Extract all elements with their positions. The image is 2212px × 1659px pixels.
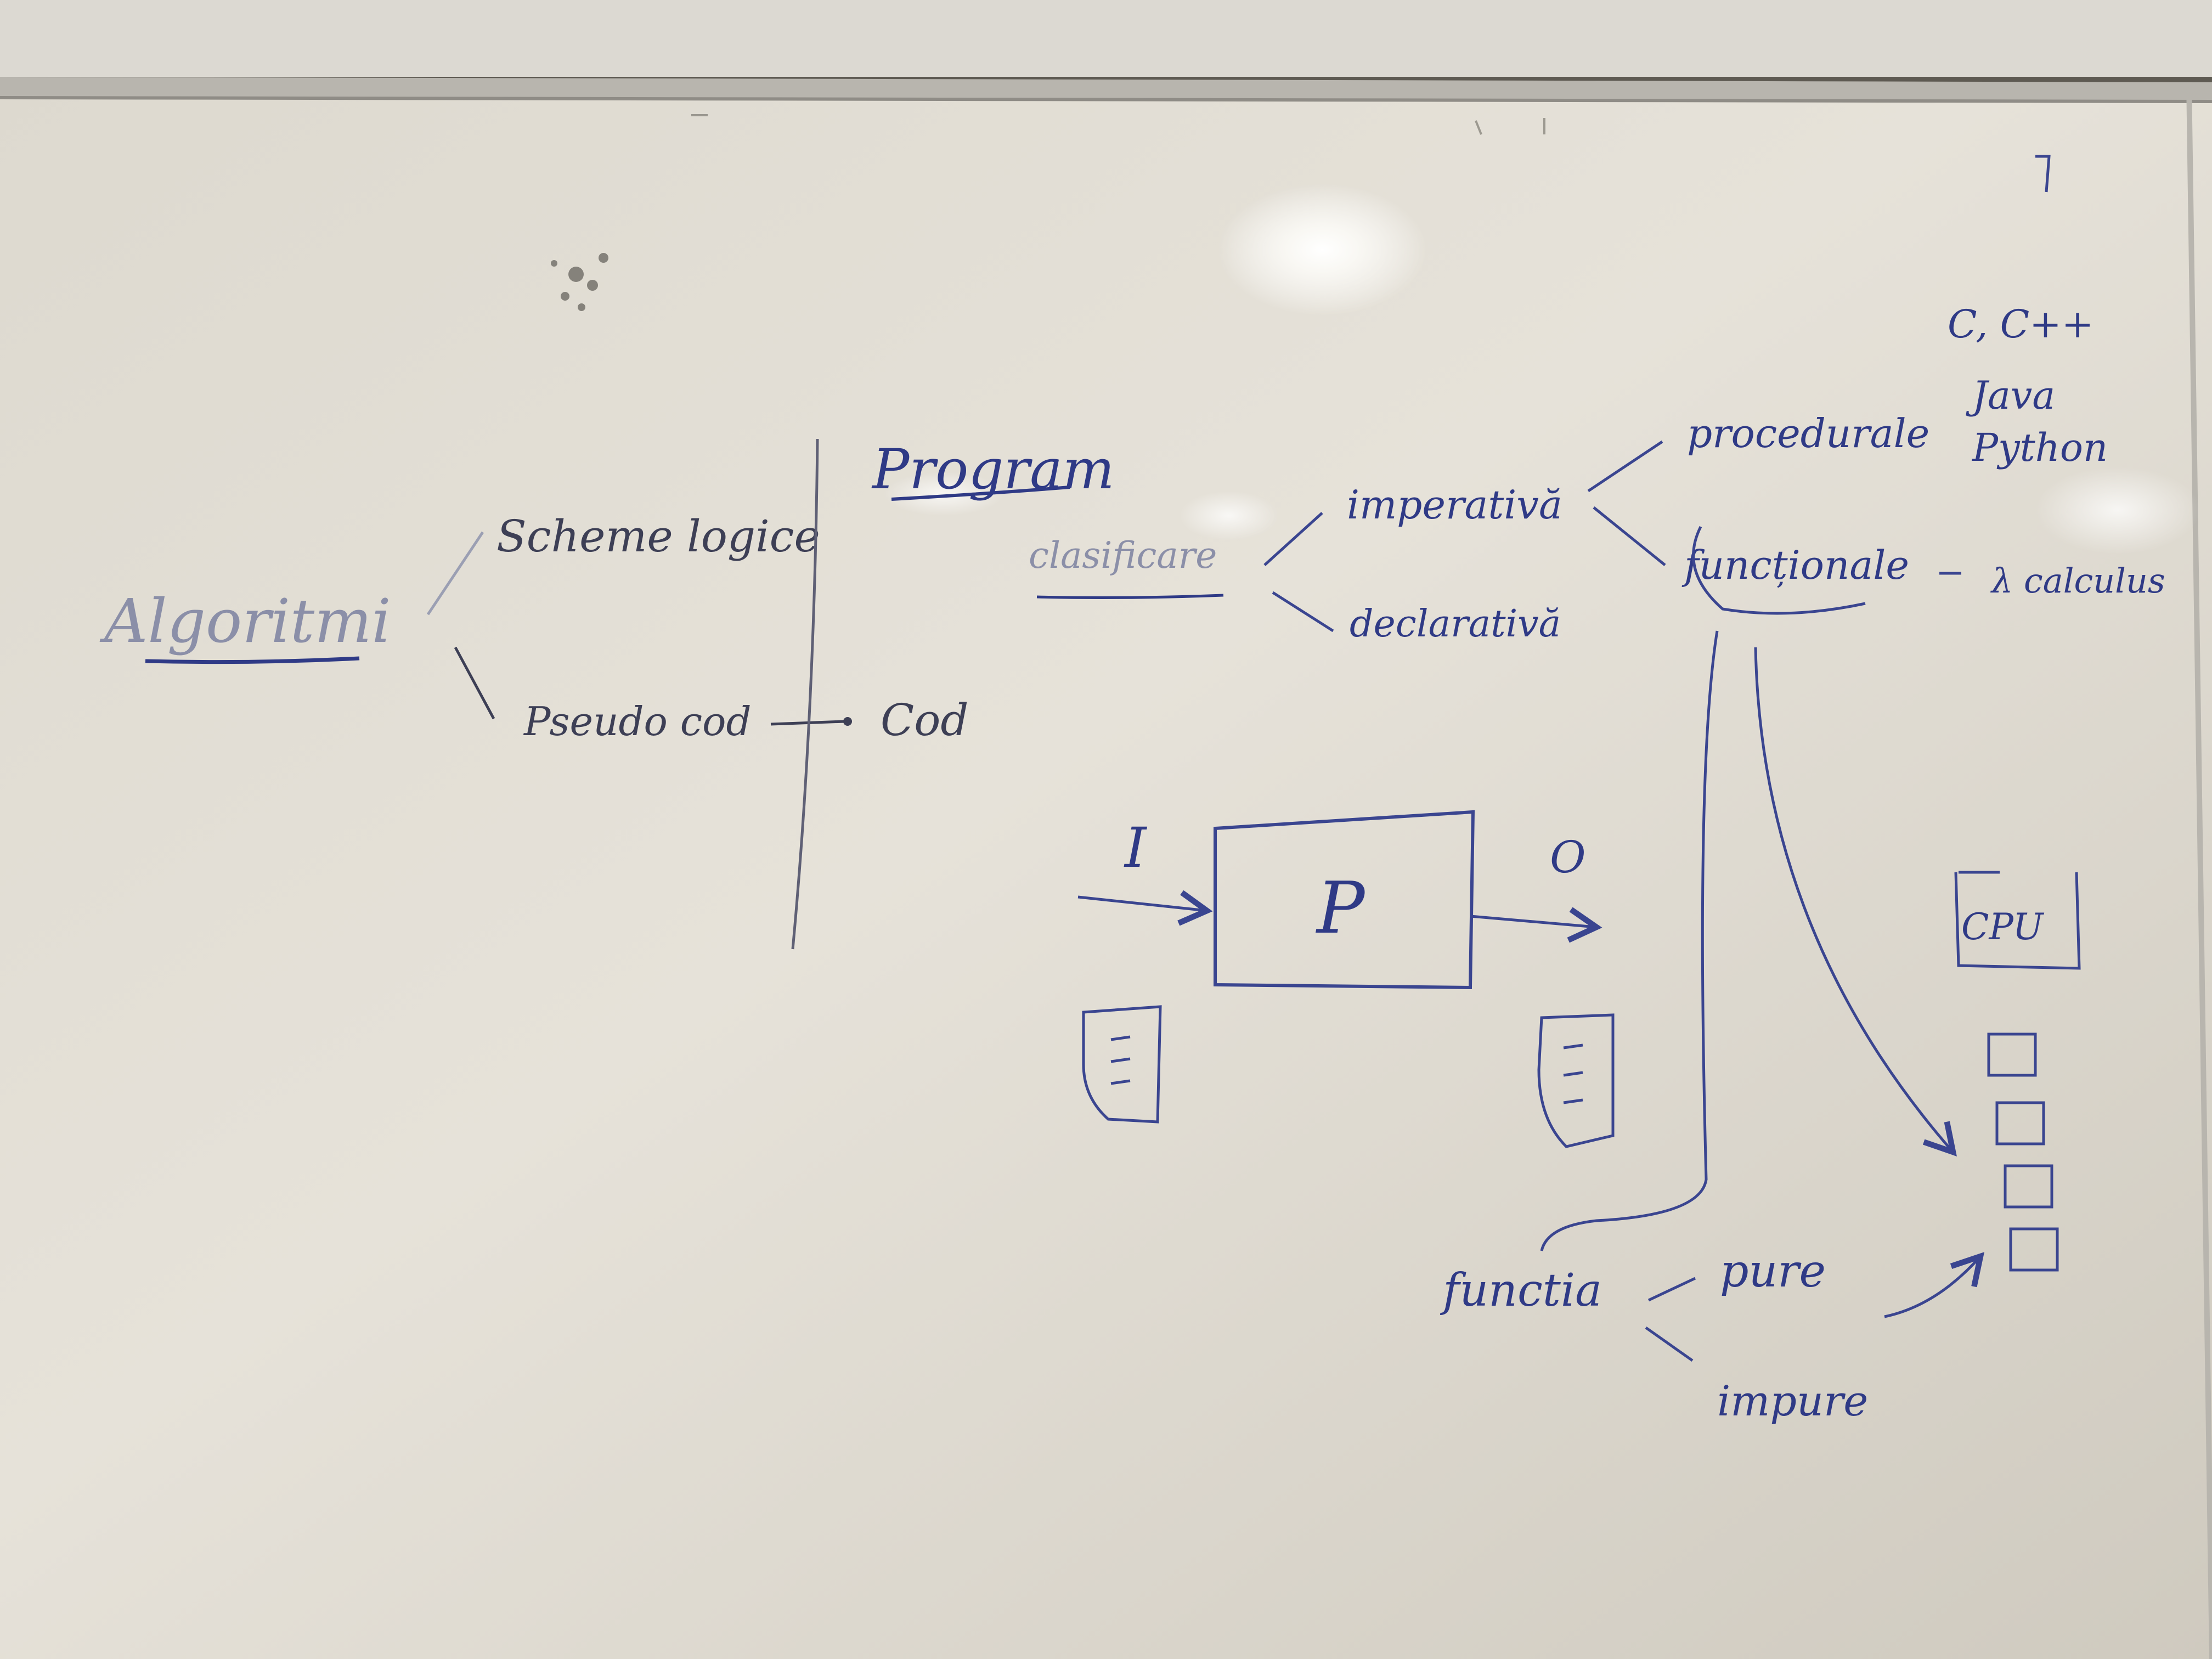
- label-lang-c: C, C++: [1948, 302, 2094, 347]
- label-algoritmi: Algoritmi: [99, 586, 391, 656]
- label-scheme-logice: Scheme logice: [496, 511, 820, 562]
- doc-icon-output: [1537, 1013, 1615, 1148]
- label-lambda-calculus: λ calculus: [1990, 561, 2165, 601]
- label-output: O: [1550, 832, 1586, 883]
- arrow-in: [1077, 890, 1213, 926]
- divider-line: [791, 438, 819, 950]
- cpu-block: [1954, 871, 2081, 970]
- label-clasificare: clasificare: [1029, 534, 1217, 577]
- label-functionale: funcționale: [1681, 542, 1909, 588]
- doc-icon-input: [1082, 1005, 1162, 1124]
- arrow-pure-to-memory: [1884, 1252, 1985, 1318]
- label-pseudocod: Pseudo cod: [523, 698, 752, 744]
- circle-functionale: [1692, 526, 1866, 615]
- memory-cells: [1987, 1032, 2059, 1272]
- light-glare: [1218, 184, 1426, 315]
- whiteboard-surface: [0, 88, 2212, 1659]
- marker-smudge: [551, 253, 608, 311]
- whiteboard-frame: [0, 77, 2212, 101]
- label-pure: pure: [1720, 1245, 1826, 1297]
- label-functia: functia: [1440, 1265, 1602, 1317]
- line-functional-to-functia: [1540, 630, 1719, 1251]
- wall: [0, 0, 2212, 77]
- label-input: I: [1124, 816, 1148, 880]
- label-cpu: CPU: [1961, 906, 2045, 948]
- light-glare-small: [2035, 466, 2200, 554]
- label-process: P: [1316, 866, 1366, 950]
- label-procedurale: procedurale: [1687, 410, 1929, 456]
- arrow-out: [1470, 907, 1602, 943]
- label-declarativa: declarativă: [1350, 602, 1561, 646]
- label-lang-python: Python: [1971, 425, 2108, 470]
- label-cod: Cod: [881, 695, 969, 746]
- arrow-functional-to-memory: [1754, 647, 1957, 1156]
- label-imperativa: imperativă: [1347, 482, 1562, 528]
- label-program: Program: [871, 437, 1115, 501]
- process-box: [1214, 810, 1475, 990]
- label-impure: impure: [1717, 1376, 1868, 1425]
- label-lang-java: Java: [1966, 373, 2055, 418]
